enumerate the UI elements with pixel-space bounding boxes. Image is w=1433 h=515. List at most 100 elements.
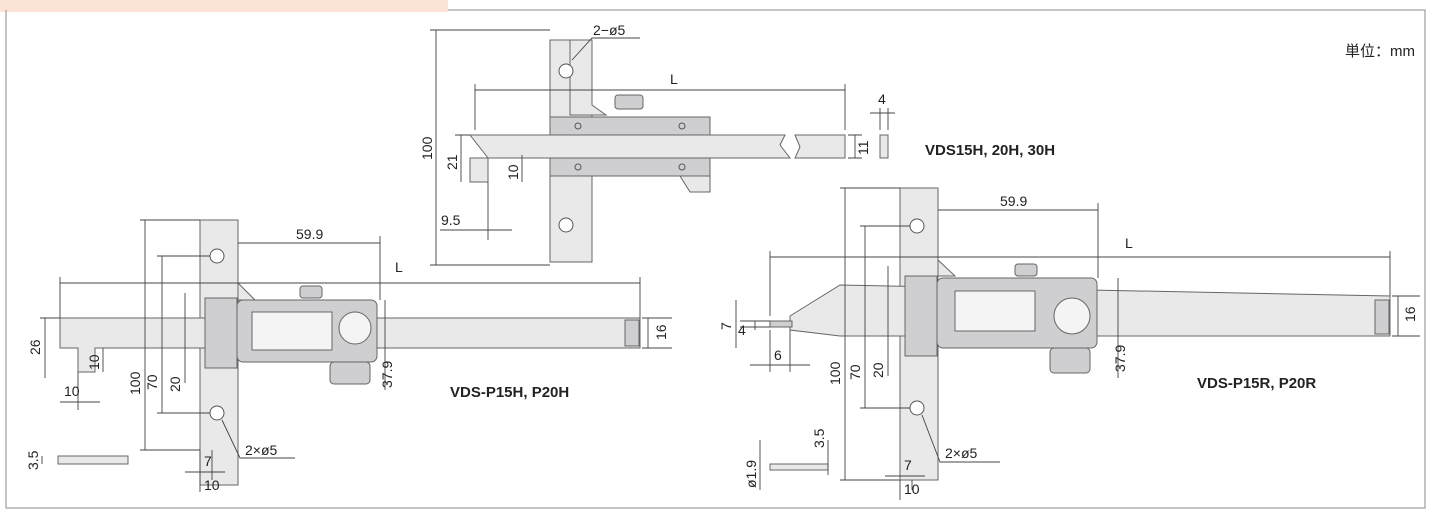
view-right: 59.9 L 16 7 4 6 100 70 20 37.9 3.5 ø1.9 … [718, 187, 1420, 500]
left-dim-26 [40, 317, 60, 378]
top-hole-lower [558, 217, 574, 233]
left-end-cap [624, 319, 640, 347]
top-label-11: 11 [855, 140, 871, 155]
top-label-10: 10 [505, 164, 521, 180]
right-label-4: 4 [738, 322, 746, 338]
left-label-100: 100 [127, 371, 143, 395]
top-model-label: VDS15H, 20H, 30H [925, 142, 1055, 159]
left-slider-block [204, 297, 238, 369]
frame-border [5, 9, 1426, 509]
top-screw-1 [574, 122, 582, 130]
right-dim-16 [1392, 295, 1420, 337]
top-holes-leader [571, 37, 640, 61]
left-label-10b: 10 [86, 354, 102, 370]
right-label-6: 6 [774, 347, 782, 363]
right-hole-lower [909, 400, 925, 416]
top-label-4: 4 [878, 91, 886, 107]
top-label-21: 21 [444, 154, 460, 170]
top-label-95: 9.5 [441, 212, 461, 228]
top-dim-L [474, 84, 846, 130]
right-label-16: 16 [1402, 306, 1418, 322]
top-dim-95 [440, 182, 512, 240]
right-label-100: 100 [827, 361, 843, 385]
left-display-screen [251, 311, 333, 351]
view-top: 2−ø5 L 4 11 100 21 10 9.5 VDS15H, 20H, 3… [419, 22, 1055, 266]
right-slider-block [904, 275, 938, 357]
left-base-flange [237, 220, 257, 301]
right-dim-6 [750, 330, 810, 372]
top-label-L: L [670, 71, 678, 87]
left-dim-7 [185, 450, 225, 492]
right-base-flange [937, 188, 957, 277]
right-dim-7b [885, 475, 925, 500]
right-label-7b: 7 [904, 457, 912, 473]
right-label-379: 37.9 [1112, 345, 1128, 372]
left-dim-16 [642, 317, 672, 349]
top-screw-4 [678, 163, 686, 171]
right-end-cap [1374, 299, 1390, 335]
left-dim-599 [238, 236, 381, 300]
left-label-379: 37.9 [379, 361, 395, 388]
left-holes-leader [221, 419, 295, 459]
left-dim-100 [140, 219, 200, 451]
unit-label: 単位：mm [1345, 43, 1415, 60]
left-dim-10a [60, 372, 100, 410]
right-label-10: 10 [904, 481, 920, 497]
top-slider-lower [549, 157, 711, 177]
left-dim-L [59, 277, 641, 318]
right-label-599: 59.9 [1000, 193, 1027, 209]
top-slider-shoulder [592, 175, 711, 193]
top-slider-upper [549, 116, 711, 136]
top-hole-upper [558, 63, 574, 79]
right-dial [1053, 297, 1091, 335]
left-hole-upper [209, 248, 225, 264]
left-grip [329, 361, 371, 385]
right-thumb-wheel [1014, 263, 1038, 277]
top-screw-3 [574, 163, 582, 171]
right-grip [1049, 347, 1091, 374]
right-dim-4 [740, 320, 770, 330]
right-section-profile [769, 463, 829, 471]
right-display-screen [954, 290, 1036, 332]
top-base-flange [569, 39, 608, 116]
top-thumb-screw [614, 94, 644, 110]
right-holes-leader [921, 414, 1000, 463]
top-dim-11 [848, 134, 862, 159]
right-label-L: L [1125, 235, 1133, 251]
right-label-7: 7 [718, 322, 734, 330]
right-label-35: 3.5 [811, 428, 827, 448]
right-label-70: 70 [847, 364, 863, 380]
left-label-16: 16 [653, 324, 669, 340]
left-model-label: VDS-P15H, P20H [450, 384, 569, 401]
right-hole-upper [909, 218, 925, 234]
top-dim-4 [870, 108, 895, 130]
right-dim-100 [840, 187, 900, 481]
left-dim-70 [157, 255, 210, 414]
top-label-100: 100 [419, 136, 435, 160]
left-dial [338, 311, 372, 345]
left-label-20: 20 [167, 376, 183, 392]
left-label-L: L [395, 259, 403, 275]
left-label-10c: 10 [204, 477, 220, 493]
left-label-35: 3.5 [25, 450, 41, 470]
header-tab [0, 0, 448, 12]
right-dim-70 [860, 225, 910, 409]
top-beam [468, 134, 792, 183]
right-label-holes: 2×ø5 [945, 445, 978, 461]
left-section-profile [57, 455, 129, 465]
view-left: 59.9 L 16 26 10 10 100 70 20 37.9 3.5 7 … [25, 219, 672, 493]
right-model-label: VDS-P15R, P20R [1197, 375, 1316, 392]
left-label-599: 59.9 [296, 226, 323, 242]
right-probe-tip [769, 320, 793, 328]
left-label-10a: 10 [64, 383, 80, 399]
right-label-20: 20 [870, 362, 886, 378]
left-label-26: 26 [27, 339, 43, 355]
top-dim-100 [430, 29, 550, 266]
top-dim-21 [455, 134, 470, 182]
right-label-19: ø1.9 [743, 460, 759, 488]
left-thumb-wheel [299, 285, 323, 299]
top-screw-2 [678, 122, 686, 130]
top-label-holes: 2−ø5 [593, 22, 626, 38]
left-hole-lower [209, 405, 225, 421]
